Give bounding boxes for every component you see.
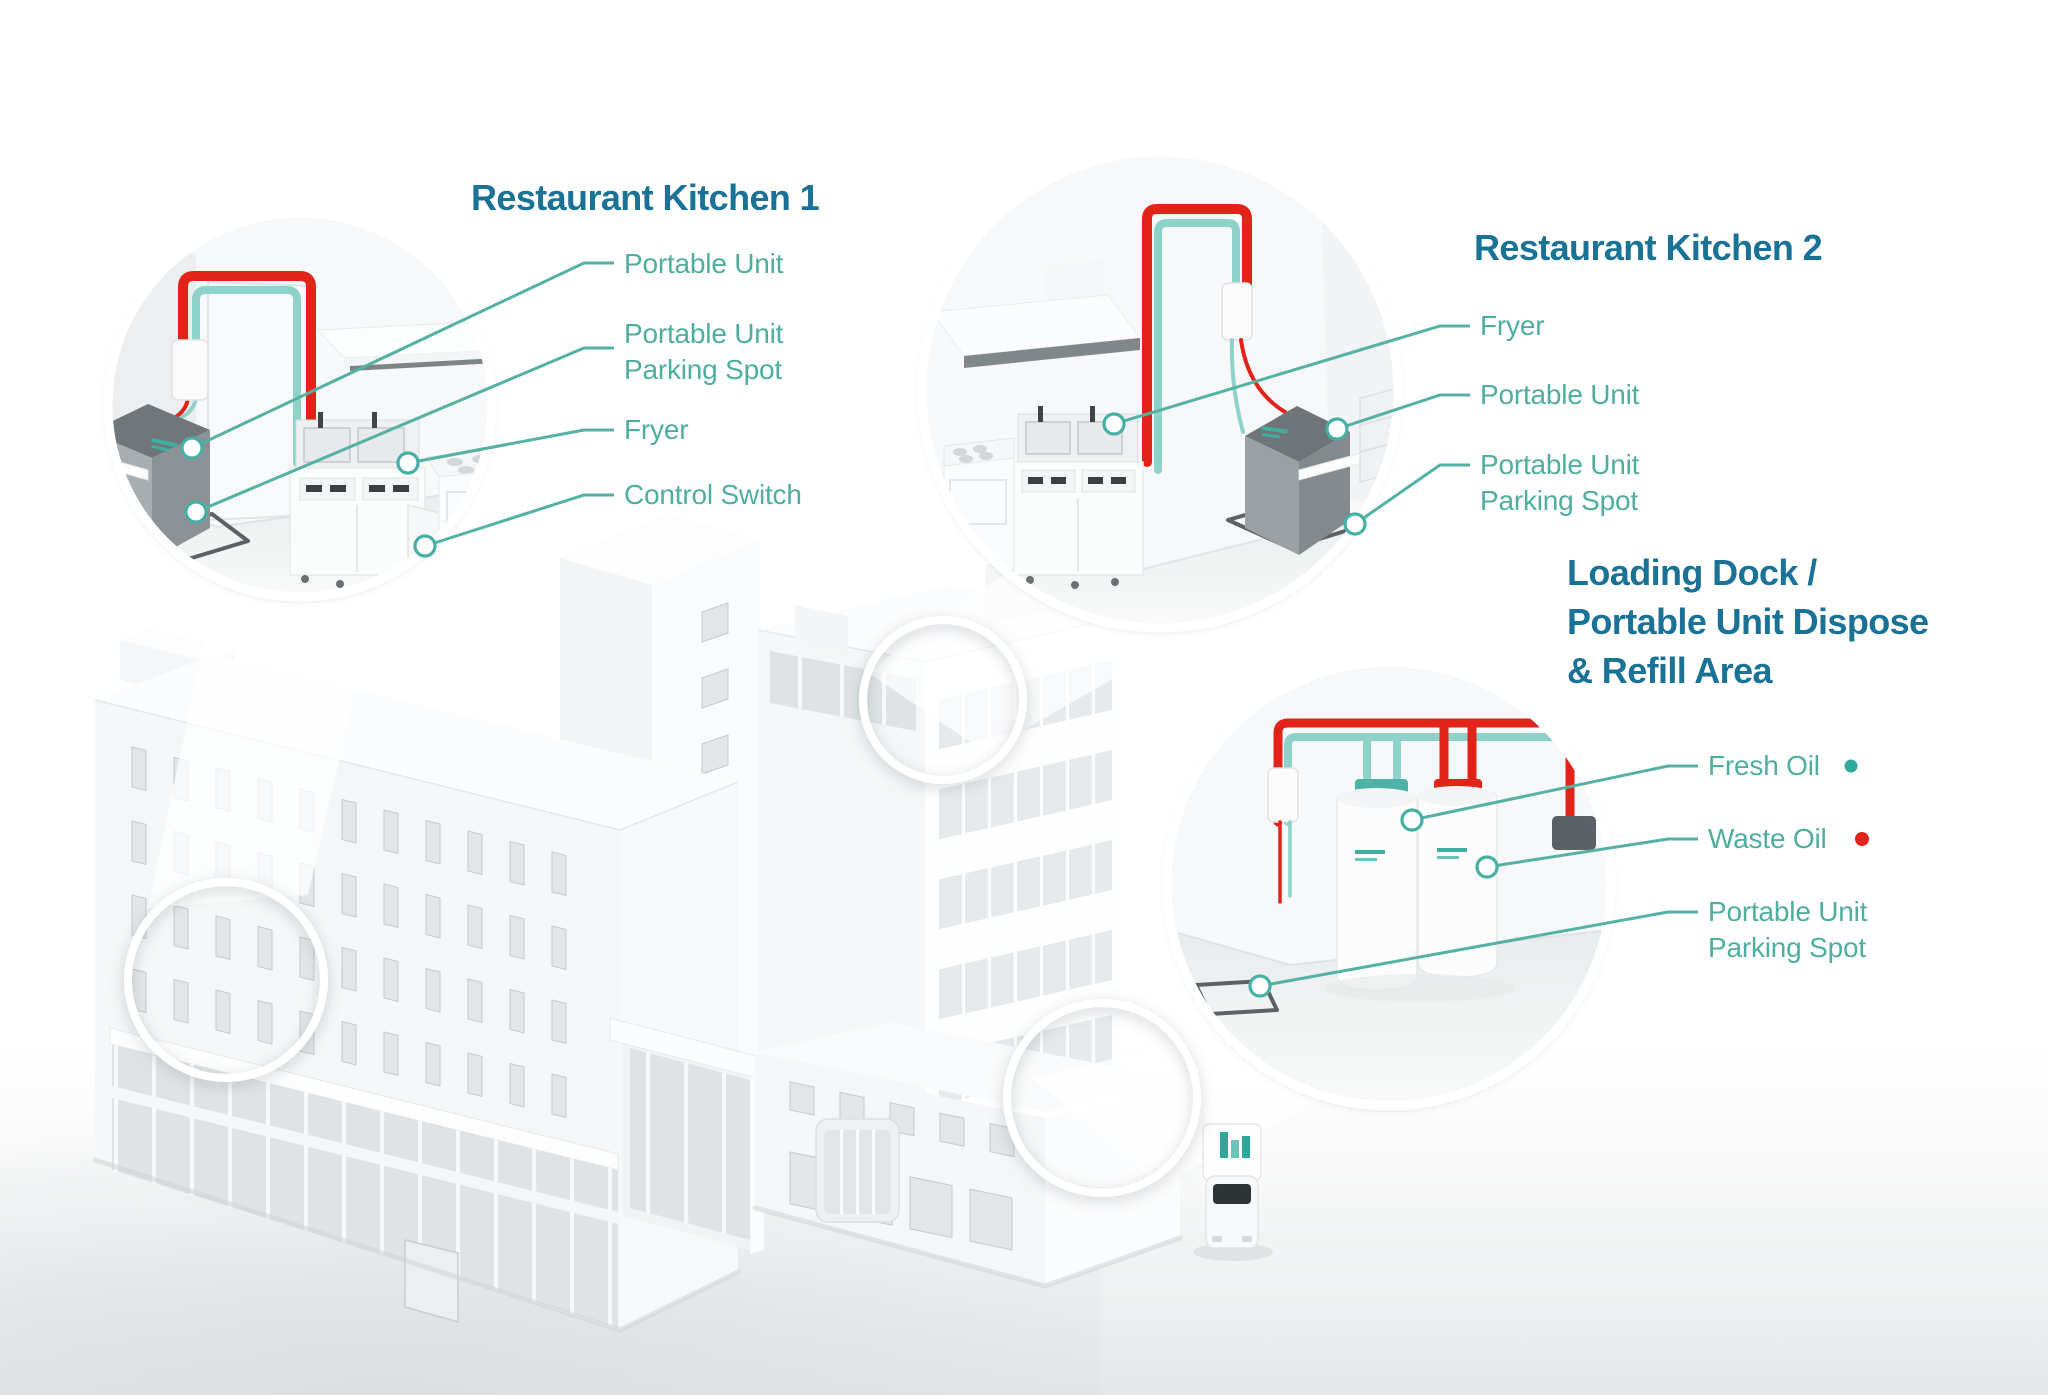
k1-leader-control-switch <box>424 493 614 548</box>
storefront-glazing <box>112 1098 618 1328</box>
callout-dots <box>180 412 1499 998</box>
ring-dock <box>1003 999 1201 1197</box>
k1-portable-unit <box>108 404 210 560</box>
dock-leader-fresh-oil <box>1411 764 1698 822</box>
k2-stove <box>943 437 1015 578</box>
waste-oil-tank <box>1417 786 1498 978</box>
k2-circle-rim <box>917 147 1403 633</box>
kitchen2-label-fryer: Fryer <box>1480 310 1545 341</box>
left-building <box>94 655 773 1330</box>
kitchen1-title: Restaurant Kitchen 1 <box>471 177 820 218</box>
kitchen2-label-portable-unit: Portable Unit <box>1480 379 1640 410</box>
inset-kitchen2 <box>917 147 1403 633</box>
dock-circle-rim <box>1162 657 1616 1111</box>
dock-dot-fresh-oil <box>1400 808 1424 832</box>
k1-dot-portable-unit <box>180 436 204 460</box>
waste-oil-swatch-icon <box>1855 832 1869 846</box>
callout-lines <box>191 261 1698 988</box>
top-glazing-strip <box>770 651 916 731</box>
k2-hood <box>931 260 1141 368</box>
kitchen2-label-parking-spot: Portable Unit Parking Spot <box>1480 449 1640 516</box>
dock-tanks <box>1325 786 1515 1002</box>
delivery-truck <box>1193 1123 1273 1261</box>
truck-windshield <box>1213 1184 1251 1204</box>
k1-leader-portable-unit <box>191 261 614 450</box>
magnifier-rings <box>124 616 1201 1197</box>
entrance-door <box>404 1239 459 1323</box>
roof-vent <box>795 605 848 655</box>
k1-shelf <box>316 321 492 371</box>
k1-fresh-pipe <box>192 286 301 467</box>
k2-dot-parking-spot <box>1343 512 1367 536</box>
windows-row-3 <box>131 894 567 1045</box>
k2-portable-unit <box>1245 406 1381 555</box>
windows-row-4 <box>131 968 567 1119</box>
k1-dot-fryer <box>396 451 420 475</box>
dock-fresh-drop <box>1363 736 1401 787</box>
glass-pavilion <box>609 1017 773 1254</box>
fresh-oil-swatch-icon <box>1844 759 1858 773</box>
building-shadow-right <box>752 1205 1183 1289</box>
dock-title: Loading Dock / Portable Unit Dispose & R… <box>1567 552 1929 691</box>
k1-dot-parking-spot <box>184 500 208 524</box>
dock-dot-parking-spot <box>1248 974 1272 998</box>
k1-leader-parking-spot <box>195 346 614 514</box>
inset-kitchen1 <box>103 208 497 602</box>
k1-control-box <box>171 339 209 401</box>
dock-leader-waste-oil <box>1486 837 1698 869</box>
beam-kitchen1 <box>148 563 385 908</box>
building-shadow-left <box>92 1157 741 1333</box>
inset-dock <box>1162 657 1616 1111</box>
truck-logo-icon <box>1220 1132 1250 1158</box>
ring-kitchen2 <box>859 616 1027 784</box>
k2-leader-parking-spot <box>1354 463 1470 526</box>
kitchen1-label-control-switch: Control Switch <box>624 479 802 510</box>
k2-fresh-pipe <box>1154 219 1240 474</box>
mezzanine-glazing <box>112 1044 618 1212</box>
k2-dot-fryer <box>1102 412 1126 436</box>
k2-leader-fryer <box>1113 324 1470 426</box>
legend-swatches <box>1844 759 1869 846</box>
k2-fresh-cable <box>1229 338 1245 434</box>
kitchen1-label-fryer: Fryer <box>624 414 689 445</box>
dock-label-fresh-oil: Fresh Oil <box>1708 750 1820 781</box>
dock-fresh-pipe <box>1284 733 1560 826</box>
k2-fryer <box>1012 406 1144 589</box>
k2-dot-portable-unit <box>1325 417 1349 441</box>
dock-label-parking-spot: Portable Unit Parking Spot <box>1708 896 1868 963</box>
kitchen1-label-parking-spot: Portable Unit Parking Spot <box>624 318 784 385</box>
glass-kiosk <box>815 1118 900 1223</box>
dock-leader-parking-spot <box>1259 910 1698 988</box>
k1-leader-fryer <box>407 428 614 465</box>
k1-stove <box>426 447 492 571</box>
ring-kitchen1 <box>124 878 328 1082</box>
kitchen2-title: Restaurant Kitchen 2 <box>1474 227 1823 268</box>
k1-waste-pipe <box>178 271 316 465</box>
dock-floor <box>1167 930 1611 1106</box>
dock-waste-connector <box>1552 816 1596 850</box>
dock-label-waste-oil: Waste Oil <box>1708 823 1827 854</box>
k1-circle-rim <box>103 208 497 602</box>
k1-dot-control-switch <box>413 534 437 558</box>
dock-dot-waste-oil <box>1475 855 1499 879</box>
kitchen1-label-portable-unit: Portable Unit <box>624 248 784 279</box>
k2-waste-pipe <box>1142 204 1252 467</box>
k2-control-box <box>1221 282 1253 341</box>
dock-control-box <box>1267 767 1299 823</box>
dock-waste-drop <box>1439 718 1477 787</box>
building <box>92 513 1183 1333</box>
k2-waste-cable <box>1239 338 1287 414</box>
k2-leader-portable-unit <box>1336 393 1470 431</box>
